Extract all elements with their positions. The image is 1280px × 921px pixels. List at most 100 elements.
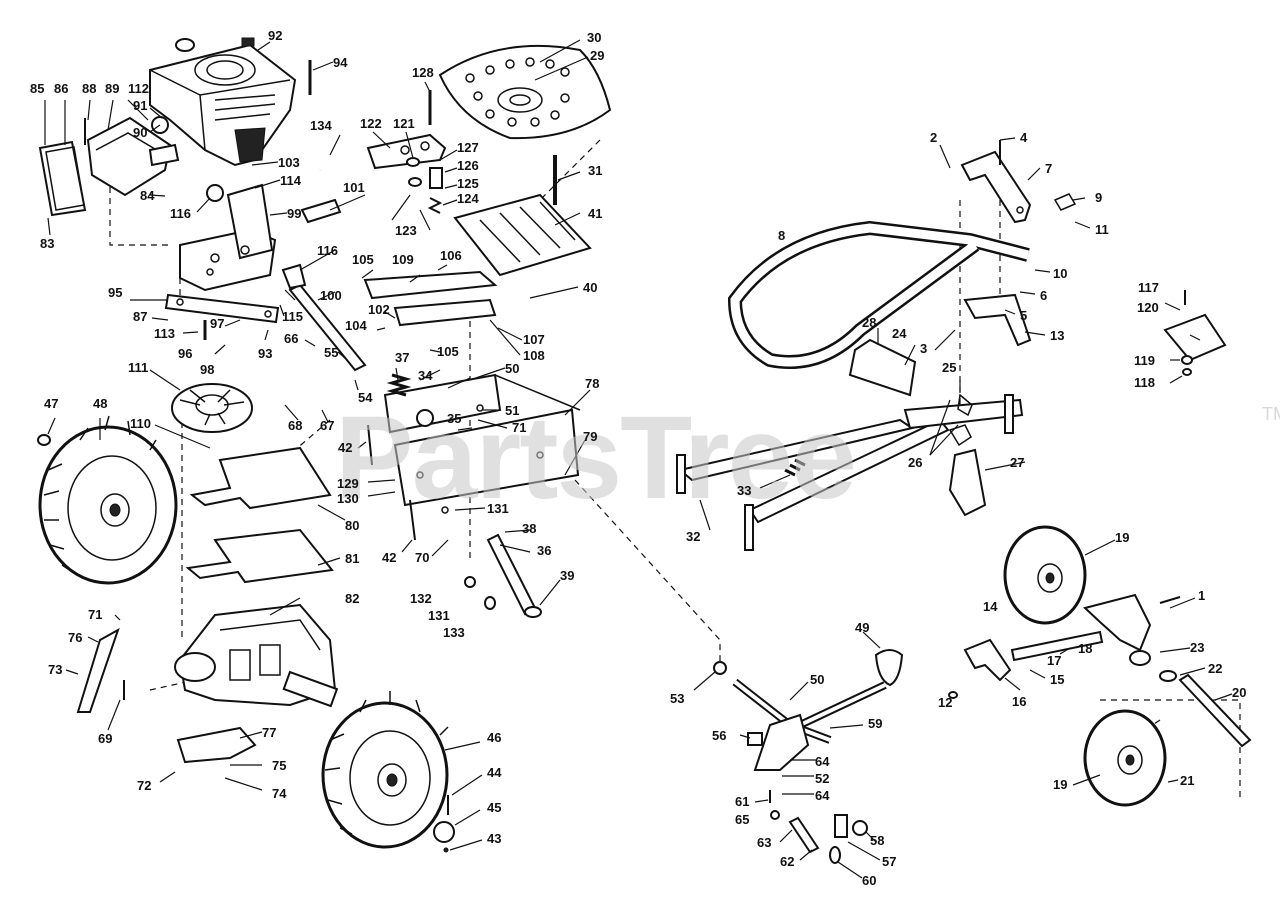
callout-113: 113: [154, 326, 175, 341]
engine: [149, 37, 297, 167]
callout-1: 1: [1198, 588, 1205, 603]
callout-29: 29: [590, 48, 604, 63]
callout-95: 95: [108, 285, 122, 300]
left-tire: [38, 415, 178, 585]
handle-rod: [318, 142, 402, 222]
callout-115: 115: [282, 309, 303, 324]
callout-30: 30: [587, 30, 601, 45]
callout-66: 66: [284, 331, 298, 346]
right-tire: [321, 691, 449, 849]
callout-121: 121: [393, 116, 415, 131]
callout-55: 55: [324, 345, 338, 360]
callout-44: 44: [487, 765, 502, 780]
callout-70: 70: [415, 550, 429, 565]
callout-97: 97: [210, 316, 224, 331]
pulley: [171, 383, 253, 433]
callout-105: 105: [352, 252, 374, 267]
callout-26: 26: [908, 455, 922, 470]
callout-133: 133: [443, 625, 465, 640]
callout-5: 5: [1020, 308, 1027, 323]
callout-25: 25: [942, 360, 956, 375]
callout-43: 43: [487, 831, 501, 846]
callout-88: 88: [82, 81, 96, 96]
callout-131: 131: [428, 608, 450, 623]
callout-72: 72: [137, 778, 151, 793]
callout-19: 19: [1115, 530, 1129, 545]
knob: [874, 649, 904, 687]
hardware: [37, 60, 1193, 864]
callout-131: 131: [487, 501, 509, 516]
callout-50: 50: [810, 672, 824, 687]
callout-99: 99: [287, 206, 301, 221]
callout-50: 50: [505, 361, 519, 376]
callout-102: 102: [368, 302, 390, 317]
bracket-27: [948, 448, 987, 517]
callout-24: 24: [892, 326, 907, 341]
callout-65: 65: [735, 812, 749, 827]
callout-37: 37: [395, 350, 409, 365]
callout-32: 32: [686, 529, 700, 544]
wheel-19-bottom: [1083, 709, 1167, 807]
engine-mount-bracket: [179, 183, 277, 292]
callout-19: 19: [1053, 777, 1067, 792]
callout-64: 64: [815, 788, 830, 803]
callout-77: 77: [262, 725, 276, 740]
axle-20: [1178, 673, 1252, 748]
callout-39: 39: [560, 568, 574, 583]
callout-74: 74: [272, 786, 287, 801]
callout-101: 101: [343, 180, 365, 195]
callout-67: 67: [320, 418, 334, 433]
callout-21: 21: [1180, 773, 1194, 788]
callout-11: 11: [1095, 222, 1109, 237]
callout-6: 6: [1040, 288, 1047, 303]
callout-23: 23: [1190, 640, 1204, 655]
belt-guard-bar: [164, 293, 280, 324]
callout-119: 119: [1134, 353, 1155, 368]
callout-71: 71: [512, 420, 526, 435]
callout-120: 120: [1137, 300, 1159, 315]
callout-109: 109: [392, 252, 414, 267]
callout-108: 108: [523, 348, 545, 363]
callout-22: 22: [1208, 661, 1222, 676]
callout-71: 71: [88, 607, 102, 622]
spring-37: [386, 373, 412, 397]
callout-4: 4: [1020, 130, 1028, 145]
callout-40: 40: [583, 280, 597, 295]
handlebar: [727, 220, 1030, 369]
callout-118: 118: [1134, 375, 1155, 390]
callout-42: 42: [338, 440, 352, 455]
callout-56: 56: [712, 728, 726, 743]
callout-9: 9: [1095, 190, 1102, 205]
callout-47: 47: [44, 396, 58, 411]
callout-76: 76: [68, 630, 82, 645]
callout-111: 111: [128, 360, 148, 375]
callout-85: 85: [30, 81, 44, 96]
callout-27: 27: [1010, 455, 1024, 470]
callout-82: 82: [345, 591, 359, 606]
front-plate: [383, 373, 581, 514]
callout-116: 116: [317, 243, 338, 258]
callout-92: 92: [268, 28, 282, 43]
bracket-76: [76, 627, 120, 713]
callout-42: 42: [382, 550, 396, 565]
callout-numbers: 92 94 30 29 128 85 86 88 89 112 91 90 13…: [30, 28, 1246, 888]
callout-28: 28: [862, 315, 876, 330]
control-lever: [732, 678, 887, 771]
callout-3: 3: [920, 341, 927, 356]
callout-117: 117: [1138, 280, 1159, 295]
seat: [438, 44, 612, 140]
callout-45: 45: [487, 800, 501, 815]
callout-51: 51: [505, 403, 519, 418]
callout-75: 75: [272, 758, 286, 773]
callout-94: 94: [333, 55, 348, 70]
callout-100: 100: [320, 288, 342, 303]
callout-14: 14: [983, 599, 998, 614]
callout-33: 33: [737, 483, 751, 498]
callout-87: 87: [133, 309, 147, 324]
callout-46: 46: [487, 730, 501, 745]
callout-64: 64: [815, 754, 830, 769]
seat-bracket: [366, 133, 447, 170]
leader-lines: [44, 39, 1233, 879]
callout-91: 91: [133, 98, 147, 113]
callout-84: 84: [140, 188, 155, 203]
